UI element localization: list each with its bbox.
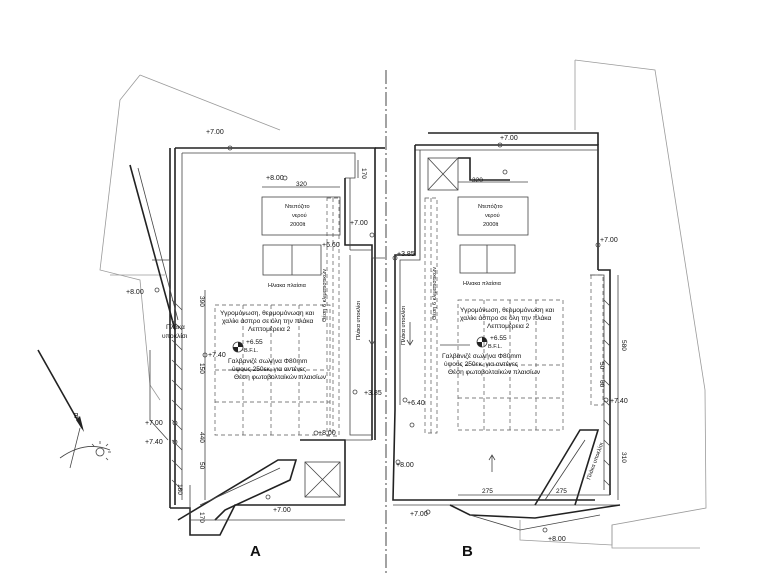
plan-b-level-bottom: +7.00 [410,511,428,518]
plan-a-insulation-line-1: Υγρομόνωση, θερμομόνωση και [220,309,314,317]
plan-a-level-tank: +8.00 [266,175,284,182]
plan-a-tank-line-1: Ντεπόζιτο [285,203,310,210]
plan-b-level-bottom-left: +8.00 [396,462,414,469]
plan-a-level-stair: +7.00 [273,507,291,514]
north-arrow-label: B [74,413,79,420]
plan-a-level-right: +7.00 [350,220,368,227]
plan-b [392,132,621,533]
plan-b-level-top: +7.00 [500,135,518,142]
plan-a-level-ramp: +3.85 [364,390,382,397]
plan-b-insulation-line-3: Λεπτομέρεια 2 [487,322,530,330]
plan-a-level-bottom-1: +7.00 [145,420,163,427]
plan-b-level-mid-left: +6.40 [407,400,425,407]
plan-a-dim-50: 50 [198,462,205,470]
plan-a-railing-line-1: Γαλβανιζέ σωλήνα Φ80mm [228,357,308,365]
plan-a [129,145,385,536]
plan-b-railing-line-1: Γαλβανιζέ σωλήνα Φ80mm [442,352,522,360]
plan-a-dim-440: 440 [198,432,205,443]
plan-a-tank-line-2: νερού [292,213,307,219]
plan-a-level-ducts: +6.60 [322,242,340,249]
plan-b-dim-275-right: 275 [556,488,567,495]
plan-a-dim-tank: 320 [296,181,307,188]
plan-b-dim-310: 310 [620,452,627,463]
plan-a-ffl-value: +6.55 [246,339,263,346]
plan-b-railing-line-3: Θέση φωτοβολταϊκών πλαισίων [448,368,541,376]
plan-a-ffl-unit: B.F.L. [244,348,259,354]
plan-b-ffl-value: +6.55 [490,335,507,342]
plan-a-label: A [250,543,261,560]
plan-b-level-right-mid: +7.40 [610,398,628,405]
plan-b-tank-line-3: 2000lt [483,222,499,228]
plan-a-roof-tile-line-1: Πλάκα [166,323,185,331]
plan-b-dim-275-left: 275 [482,488,493,495]
plan-a-dim-390: 390 [198,296,205,307]
plan-a-railing-line-2: ύψους 250εκ. για αντένες [232,365,306,373]
plan-b-dim-50: 50 [598,362,605,370]
plan-a-roof-tile-line-2: υποκλίσι [162,332,188,340]
plan-a-level-pv: +8.00 [318,430,336,437]
plan-a-insulation-line-2: χαλίκι άσπρο σε όλη την πλάκα [222,317,313,325]
plan-b-tank-line-2: νερού [485,213,500,219]
plan-b-outline-faint [519,59,707,549]
plan-a-level-left: +8.00 [126,289,144,296]
plan-b-level-left: +3.85 [397,251,415,258]
plan-a-insulation-line-3: Λεπτομέρεια 2 [248,325,291,333]
plan-b-ducts-label: Θέση 6 κλιματιστικών [431,267,438,320]
plan-b-tank-line-1: Ντεπόζιτο [478,203,503,210]
plan-a-roof-tile-vertical: Πλάκα υποκλίσι [355,300,362,340]
plan-a-level-top: +7.00 [206,129,224,136]
plan-b-label: B [462,543,473,560]
plan-b-dim-tank: 320 [472,177,483,184]
plan-b-roof-tile-vertical-1: Πλάκα υποκλίσι [400,305,407,345]
north-arrow [37,349,111,469]
plan-a-dim-180: 180 [176,484,183,495]
plan-a-dim-150: 150 [198,363,205,374]
plan-a-solar-label: Ηλιακα πλαίσια [268,283,307,289]
plan-a-outline-faint [99,74,281,401]
plan-a-ducts-label: Θέση 6 κλιματιστικών [321,269,328,322]
plan-b-level-right: +7.00 [600,237,618,244]
plan-a-dim-170-bottom: 170 [198,512,205,523]
plan-a-level-bottom-2: +7.40 [145,439,163,446]
plan-b-insulation-line-1: Υγρομόνωση, θερμομόνωση και [460,306,554,314]
plan-a-dim-170-top: 170 [360,168,367,179]
plan-b-ffl-unit: B.F.L. [488,344,503,350]
plan-b-dim-60: 60 [598,380,605,388]
plan-a-railing-line-3: Θέση φωτοβολταϊκών πλαισίων [234,373,327,381]
plan-b-dim-580: 580 [620,340,627,351]
plan-b-level-bottom-right: +8.00 [548,536,566,543]
plan-a-tank-line-3: 2000lt [290,222,306,228]
plan-a-level-mid: +7.40 [208,352,226,359]
plan-b-solar-label: Ηλιακα πλαίσια [463,281,502,287]
plan-b-insulation-line-2: χαλίκι άσπρο σε όλη την πλάκα [460,314,551,322]
plan-b-railing-line-2: ύψους 250εκ. για αντένες [444,360,518,368]
